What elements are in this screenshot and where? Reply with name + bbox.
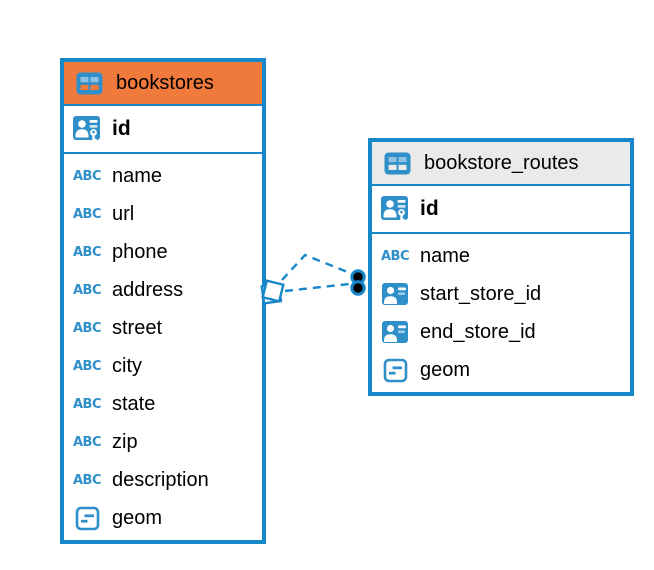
column-row[interactable]: geom	[372, 351, 630, 389]
primary-key-label: id	[420, 197, 439, 220]
text-icon: ABC	[72, 320, 102, 336]
column-label: name	[112, 164, 163, 187]
column-label: end_store_id	[420, 320, 536, 343]
primary-key-row[interactable]: id	[372, 186, 630, 232]
column-label: street	[112, 316, 163, 339]
primary-key-row[interactable]: id	[64, 106, 262, 152]
column-row[interactable]: ABC zip	[64, 423, 262, 461]
column-row[interactable]: geom	[64, 499, 262, 537]
foreign-key-icon	[378, 282, 412, 306]
column-row[interactable]: end_store_id	[372, 313, 630, 351]
column-label: geom	[112, 506, 163, 529]
text-icon: ABC	[72, 206, 102, 222]
circle-end-marker-end-store[interactable]	[350, 280, 366, 296]
text-icon: ABC	[72, 358, 102, 374]
text-icon: ABC	[72, 434, 102, 450]
column-row[interactable]: start_store_id	[372, 275, 630, 313]
table-icon	[380, 152, 414, 175]
table-icon	[72, 72, 106, 95]
geometry-icon	[378, 358, 412, 383]
column-label: city	[112, 354, 142, 377]
column-row[interactable]: ABC description	[64, 461, 262, 499]
column-row[interactable]: ABC street	[64, 309, 262, 347]
column-label: state	[112, 392, 156, 415]
text-icon: ABC	[72, 472, 102, 488]
primary-key-icon	[70, 114, 104, 144]
column-row[interactable]: ABC address	[64, 271, 262, 309]
column-label: url	[112, 202, 135, 225]
text-icon: ABC	[72, 396, 102, 412]
table-bookstore-routes[interactable]: bookstore_routes id ABC name start_store_i…	[368, 138, 634, 396]
text-icon: ABC	[72, 168, 102, 184]
table-header-bookstore-routes[interactable]: bookstore_routes	[372, 142, 630, 186]
column-label: name	[420, 244, 471, 267]
column-label: geom	[420, 358, 471, 381]
circle-end-marker-start-store[interactable]	[350, 269, 366, 285]
column-row[interactable]: ABC city	[64, 347, 262, 385]
foreign-key-icon	[378, 320, 412, 344]
column-row[interactable]: ABC url	[64, 195, 262, 233]
primary-key-label: id	[112, 117, 131, 140]
column-row[interactable]: ABC name	[64, 157, 262, 195]
column-row[interactable]: ABC phone	[64, 233, 262, 271]
primary-key-icon	[378, 194, 412, 224]
text-icon: ABC	[72, 282, 102, 298]
table-header-bookstores[interactable]: bookstores	[64, 62, 262, 106]
relation-line-start-store[interactable]	[281, 253, 351, 281]
table-title: bookstore_routes	[424, 151, 579, 174]
column-label: zip	[112, 430, 138, 453]
column-label: description	[112, 468, 209, 491]
text-icon: ABC	[72, 244, 102, 260]
column-label: start_store_id	[420, 282, 542, 305]
column-row[interactable]: ABC name	[372, 237, 630, 275]
text-icon: ABC	[380, 248, 410, 264]
relation-line-end-store[interactable]	[284, 282, 350, 293]
table-title: bookstores	[116, 71, 214, 94]
geometry-icon	[70, 506, 104, 531]
column-row[interactable]: ABC state	[64, 385, 262, 423]
column-label: address	[112, 278, 184, 301]
column-label: phone	[112, 240, 168, 263]
